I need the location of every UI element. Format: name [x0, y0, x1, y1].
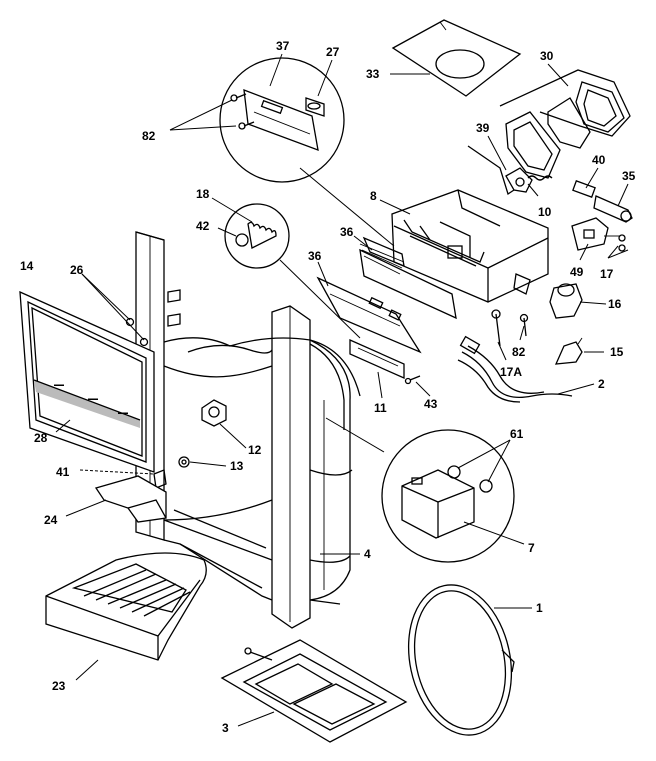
callout-40: 40: [592, 153, 606, 167]
callout-18: 18: [196, 187, 210, 201]
callout-36-lower: 36: [308, 249, 322, 263]
callout-42: 42: [196, 219, 210, 233]
callout-labels: 37 27 33 30 82 39 40 35 8 10 18 42 36 36…: [20, 39, 636, 735]
part-2-wire-harness: [457, 335, 573, 403]
callout-23: 23: [52, 679, 66, 693]
callout-39: 39: [476, 121, 490, 135]
callout-49: 49: [570, 265, 584, 279]
callout-3: 3: [222, 721, 229, 735]
callout-8: 8: [370, 189, 377, 203]
callout-28: 28: [34, 431, 48, 445]
callout-33: 33: [366, 67, 380, 81]
callout-61: 61: [510, 427, 524, 441]
part-14-28-frame: ▬▬ ▬▬ ▬▬: [19, 290, 155, 473]
callout-36-upper: 36: [340, 225, 354, 239]
callout-30: 30: [540, 49, 554, 63]
part-23-drip-tray: [45, 552, 207, 661]
part-13-nut: [178, 456, 190, 468]
part-30-chute: [499, 69, 631, 179]
callout-27: 27: [326, 45, 340, 59]
callout-16: 16: [608, 297, 622, 311]
part-16-socket: [549, 283, 583, 319]
detail-circle-61-7: [325, 417, 515, 563]
svg-text:▬▬: ▬▬: [54, 382, 64, 388]
leader-lines: [55, 53, 629, 727]
part-40-35-solenoid: [572, 180, 633, 223]
callout-4: 4: [364, 547, 371, 561]
part-36-bracket: [316, 276, 422, 354]
part-4-bucket: [163, 337, 361, 605]
part-33-plate: [391, 19, 522, 97]
callout-35: 35: [622, 169, 636, 183]
callout-41: 41: [56, 465, 70, 479]
callout-11: 11: [374, 401, 387, 415]
part-10-spring: [527, 175, 553, 181]
callout-17A: 17A: [500, 365, 522, 379]
svg-text:▬▬: ▬▬: [118, 410, 128, 416]
callout-1: 1: [536, 601, 543, 615]
callout-26: 26: [70, 263, 84, 277]
callout-15: 15: [610, 345, 624, 359]
callout-2: 2: [598, 377, 605, 391]
callout-82-mid: 82: [512, 345, 526, 359]
part-49-switch: [571, 217, 626, 252]
part-17A-82-screws: [491, 309, 529, 347]
detail-circle-37-27: [219, 57, 395, 247]
part-39-rod: [467, 145, 533, 196]
part-24-paddle: [94, 475, 167, 523]
callout-7: 7: [528, 541, 535, 555]
part-1-gasket: [407, 584, 515, 736]
callout-24: 24: [44, 513, 58, 527]
right-front-panel: [271, 305, 311, 629]
part-12-clip: [201, 399, 227, 427]
part-43-screw: [404, 375, 421, 385]
callout-82-top: 82: [142, 129, 156, 143]
part-11-plate: [349, 338, 405, 380]
callout-17: 17: [600, 267, 614, 281]
part-26-screws: [125, 289, 181, 347]
callout-10: 10: [538, 205, 552, 219]
part-15-bulb: [554, 337, 583, 365]
part-8-housing: [359, 189, 549, 320]
callout-12: 12: [248, 443, 262, 457]
callout-37: 37: [276, 39, 290, 53]
callout-13: 13: [230, 459, 244, 473]
callout-43: 43: [424, 397, 438, 411]
detail-circle-18-42: [224, 203, 361, 339]
callout-14: 14: [20, 259, 34, 273]
svg-text:▬▬: ▬▬: [88, 396, 98, 402]
part-3-heater-pad: [220, 639, 408, 743]
part-41-screw: [153, 469, 167, 489]
